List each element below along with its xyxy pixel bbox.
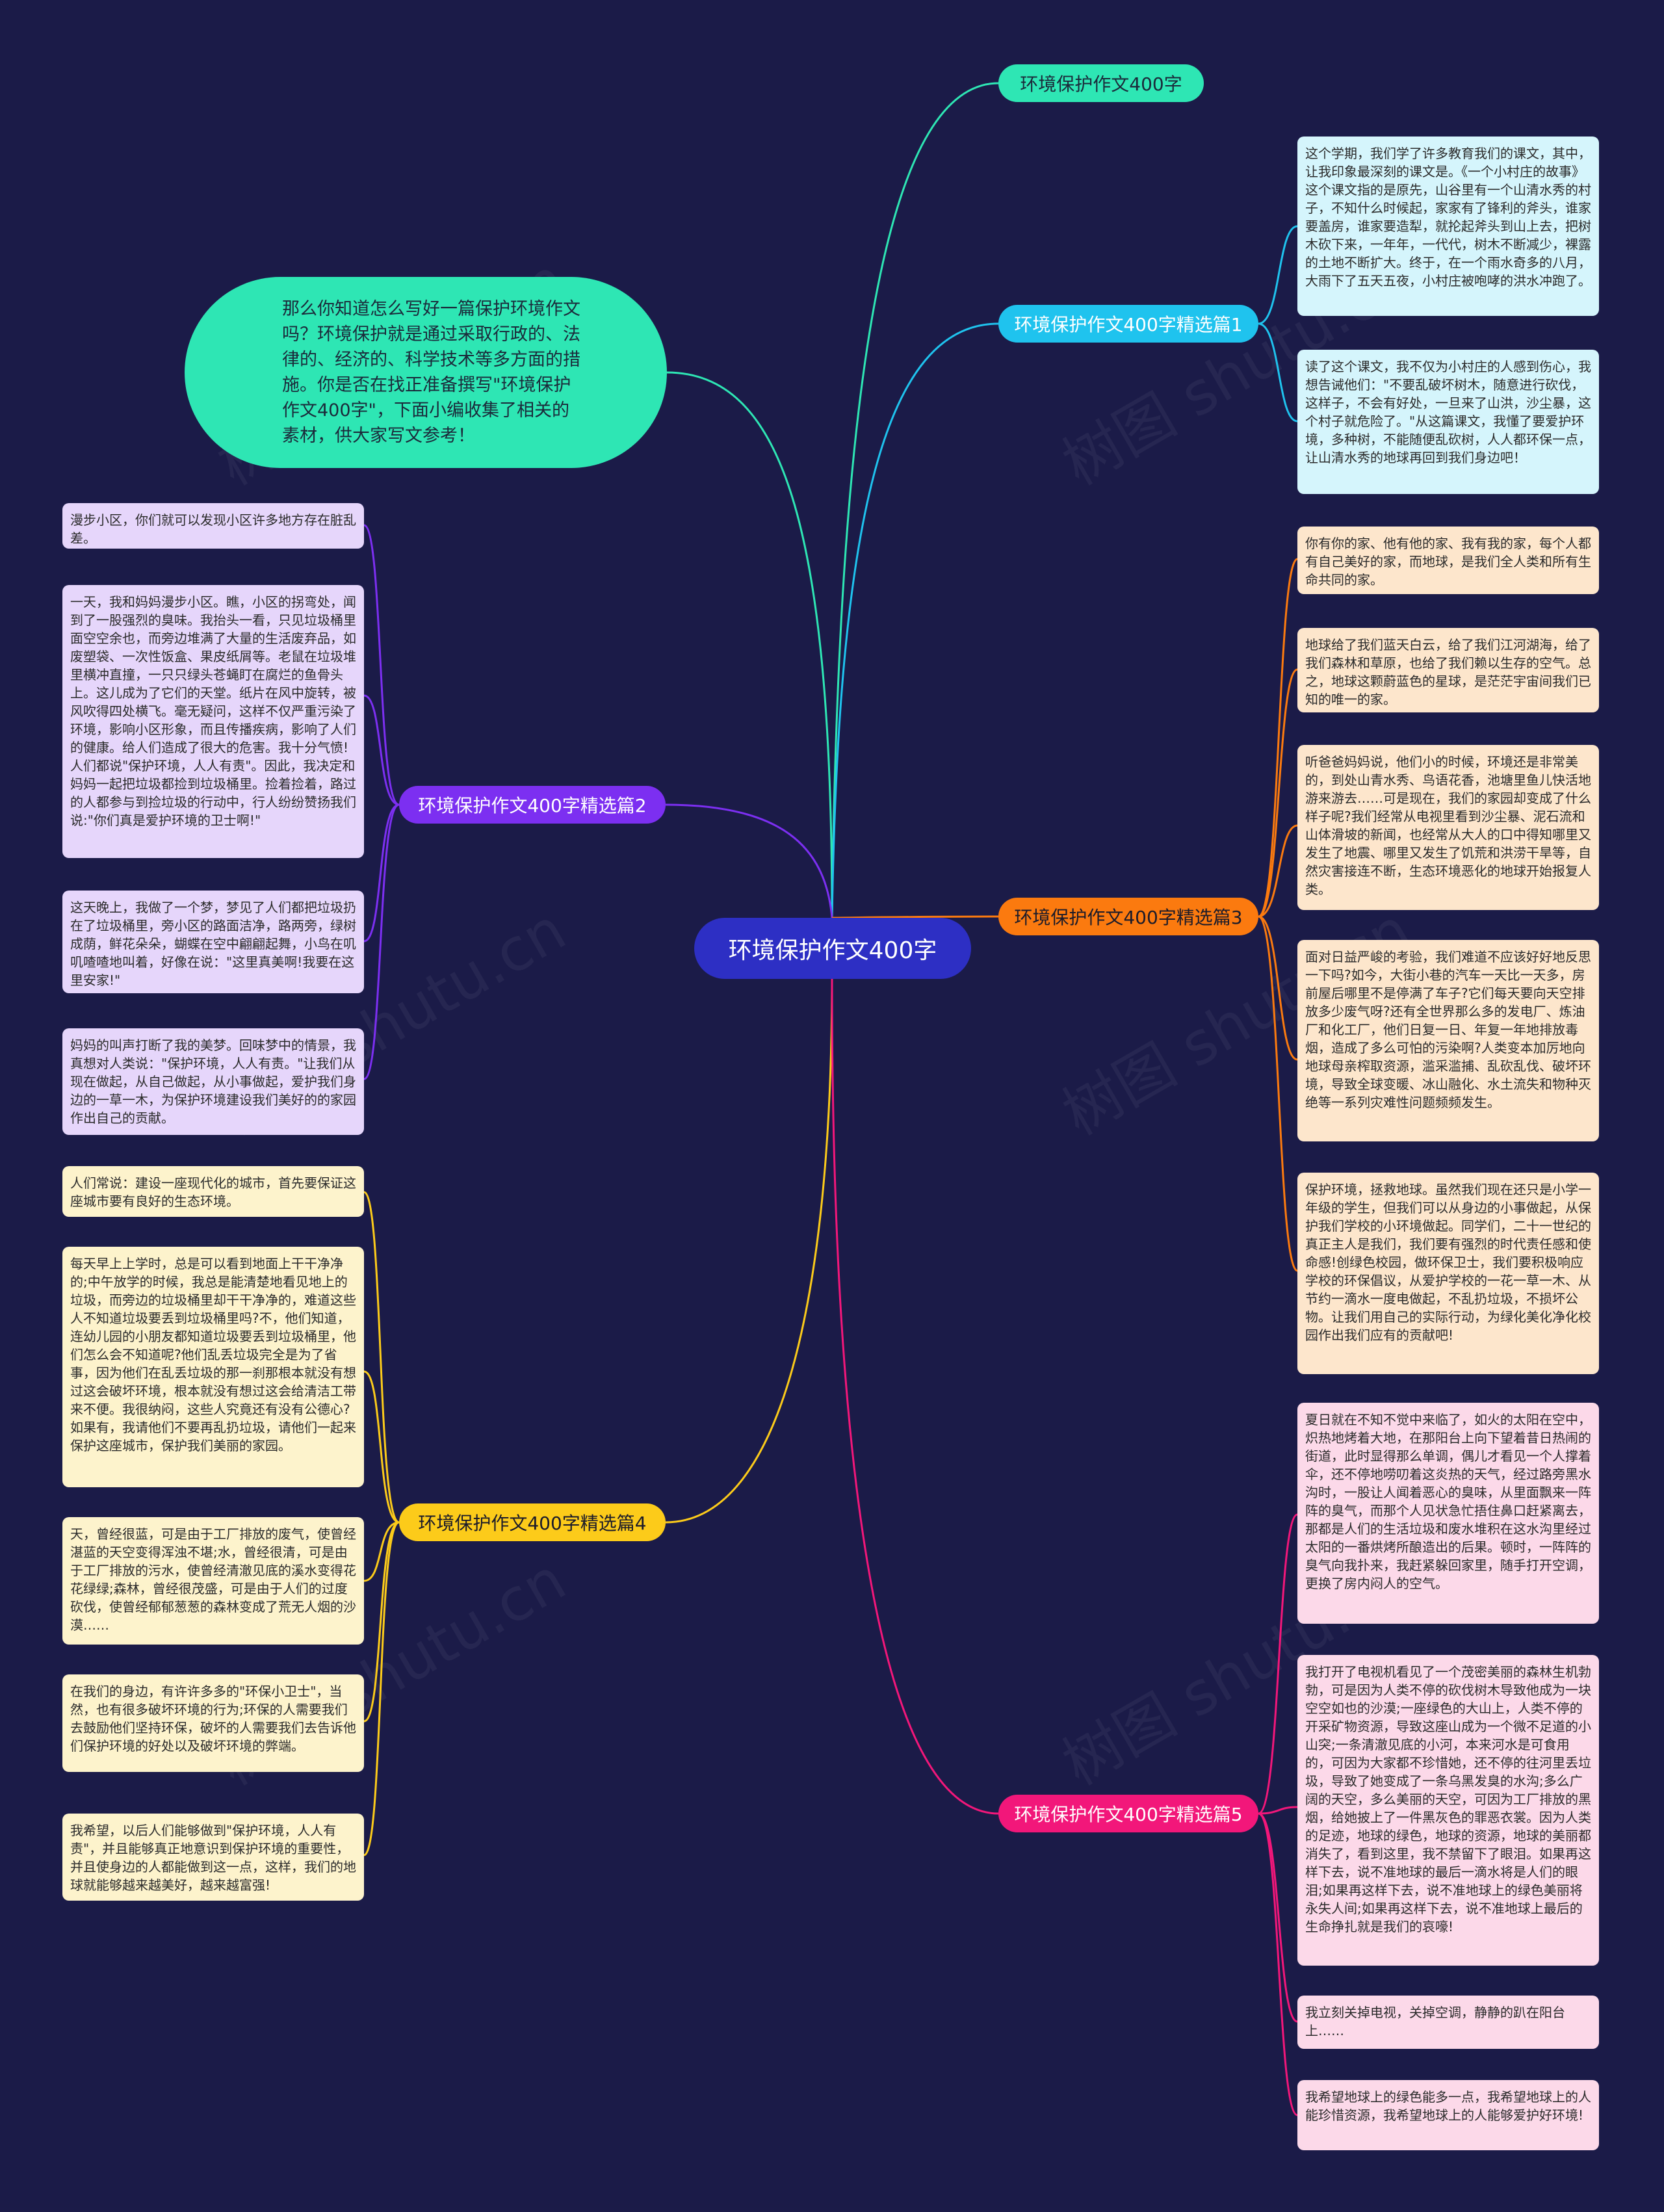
branch-topic-main[interactable]: 环境保护作文400字 xyxy=(998,64,1204,102)
leaf-4-1: 人们常说：建设一座现代化的城市，首先要保证这座城市要有良好的生态环境。 xyxy=(62,1166,364,1217)
link-b5-l3 xyxy=(1258,1812,1298,2116)
link-b3-l4 xyxy=(1258,915,1298,1272)
leaf-5-3: 我立刻关掉电视，关掉空调，静静的趴在阳台上…… xyxy=(1297,1996,1599,2049)
link-b4-l4 xyxy=(363,1521,400,1856)
leaf-5-2: 我打开了电视机看见了一个茂密美丽的森林生机勃勃，可是因为人类不停的砍伐树木导致他… xyxy=(1297,1655,1599,1966)
leaf-3-3: 听爸爸妈妈说，他们小的时候，环境还是非常美的，到处山青水秀、鸟语花香，池塘里鱼儿… xyxy=(1297,745,1599,910)
link-b4-l1 xyxy=(363,1370,400,1524)
branch-topic-3[interactable]: 环境保护作文400字精选篇3 xyxy=(998,898,1258,935)
intro-bubble[interactable]: 那么你知道怎么写好一篇保护环境作文吗？环境保护就是通过采取行政的、法律的、经济的… xyxy=(185,277,667,468)
link-b4-l2 xyxy=(363,1521,400,1582)
leaf-2-2: 一天，我和妈妈漫步小区。瞧，小区的拐弯处，闻到了一股强烈的臭味。我抬头一看，只见… xyxy=(62,585,364,858)
link-b4-l0 xyxy=(363,1191,400,1524)
link-b2-l2 xyxy=(363,803,400,943)
leaf-2-3: 这天晚上，我做了一个梦，梦见了人们都把垃圾扔在了垃圾桶里，旁小区的路面洁净，路两… xyxy=(62,891,364,993)
link-root-intro xyxy=(666,371,833,918)
leaf-1-2: 读了这个课文，我不仅为小村庄的人感到伤心，我想告诫他们："不要乱破坏树木，随意进… xyxy=(1297,350,1599,494)
leaf-4-3: 天，曾经很蓝，可是由于工厂排放的废气，使曾经湛蓝的天空变得浑浊不堪;水，曾经很清… xyxy=(62,1517,364,1645)
link-root-b4 xyxy=(665,978,833,1524)
link-b3-l1 xyxy=(1258,668,1298,918)
link-b1-l1 xyxy=(1258,322,1298,423)
leaf-5-4: 我希望地球上的绿色能多一点，我希望地球上的人能珍惜资源，我希望地球上的人能够爱护… xyxy=(1297,2080,1599,2150)
leaf-3-4: 面对日益严峻的考验，我们难道不应该好好地反思一下吗?如今，大街小巷的汽车一天比一… xyxy=(1297,940,1599,1141)
link-b5-l2 xyxy=(1258,1812,1298,2023)
branch-topic-4[interactable]: 环境保护作文400字精选篇4 xyxy=(399,1503,666,1541)
link-root-b2 xyxy=(665,803,833,918)
leaf-3-2: 地球给了我们蓝天白云，给了我们江河湖海，给了我们森林和草原，也给了我们赖以生存的… xyxy=(1297,628,1599,712)
link-root-b3 xyxy=(831,915,999,919)
link-b5-l0 xyxy=(1258,1513,1298,1815)
branch-topic-2[interactable]: 环境保护作文400字精选篇2 xyxy=(399,786,666,824)
root-topic[interactable]: 环境保护作文400字 xyxy=(694,918,971,979)
link-root-b0 xyxy=(831,82,999,918)
link-b1-l0 xyxy=(1258,225,1298,325)
leaf-3-1: 你有你的家、他有他的家、我有我的家，每个人都有自己美好的家，而地球，是我们全人类… xyxy=(1297,527,1599,594)
link-root-b5 xyxy=(831,978,999,1815)
link-b4-l3 xyxy=(363,1521,400,1723)
branch-topic-5[interactable]: 环境保护作文400字精选篇5 xyxy=(998,1795,1258,1832)
link-b3-l2 xyxy=(1258,824,1298,918)
leaf-5-1: 夏日就在不知不觉中来临了，如火的太阳在空中，炽热地烤着大地，在那阳台上向下望着昔… xyxy=(1297,1403,1599,1624)
link-b5-l1 xyxy=(1258,1806,1298,1815)
link-b2-l3 xyxy=(363,803,400,1080)
leaf-4-2: 每天早上上学时，总是可以看到地面上干干净净的;中午放学的时候，我总是能清楚地看见… xyxy=(62,1247,364,1487)
branch-topic-1[interactable]: 环境保护作文400字精选篇1 xyxy=(998,305,1258,343)
link-b3-l3 xyxy=(1258,915,1298,1061)
leaf-4-4: 在我们的身边，有许许多多的"环保小卫士"，当然，也有很多破坏环境的行为;环保的人… xyxy=(62,1674,364,1772)
link-b2-l0 xyxy=(363,524,400,806)
link-b3-l0 xyxy=(1258,558,1298,918)
leaf-2-4: 妈妈的叫声打断了我的美梦。回味梦中的情景，我真想对人类说："保护环境，人人有责。… xyxy=(62,1028,364,1135)
leaf-4-5: 我希望，以后人们能够做到"保护环境，人人有责"，并且能够真正地意识到保护环境的重… xyxy=(62,1814,364,1901)
leaf-2-1: 漫步小区，你们就可以发现小区许多地方存在脏乱差。 xyxy=(62,503,364,549)
leaf-3-5: 保护环境，拯救地球。虽然我们现在还只是小学一年级的学生，但我们可以从身边的小事做… xyxy=(1297,1173,1599,1374)
leaf-1-1: 这个学期，我们学了许多教育我们的课文，其中，让我印象最深刻的课文是。《一个小村庄… xyxy=(1297,137,1599,316)
link-root-b1 xyxy=(831,322,999,918)
link-b2-l1 xyxy=(363,694,400,806)
